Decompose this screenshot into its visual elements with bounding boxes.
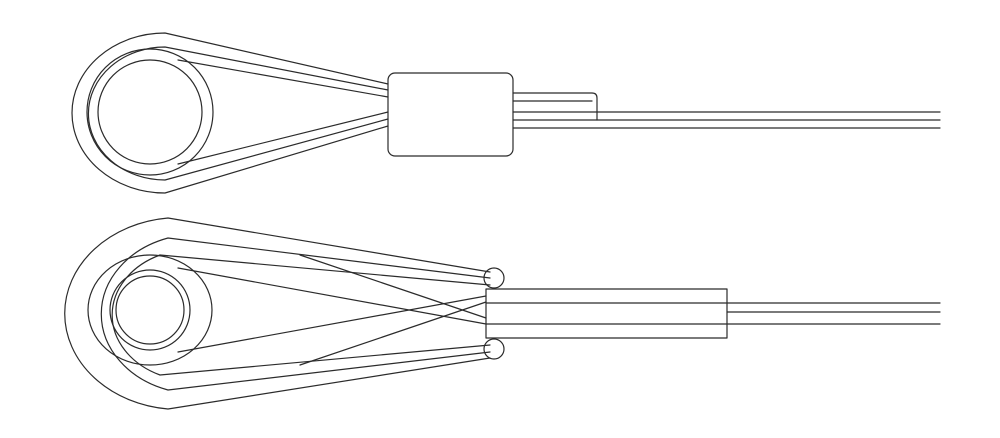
bottom-cross-strand-d	[299, 301, 487, 366]
bottom-cross-strand-a	[177, 267, 487, 325]
top-strand-upper	[177, 59, 389, 98]
bottom-standing-rope	[726, 302, 941, 325]
top-outer-rope-loop	[71, 32, 389, 194]
top-standing-rope	[512, 111, 941, 129]
top-rope-stub	[512, 92, 598, 121]
top-thimble-outer	[86, 48, 214, 176]
bottom-rope-end-cap-top	[483, 267, 505, 289]
top-strand-lower	[177, 111, 389, 165]
bottom-inner-rope-loop	[111, 254, 491, 376]
bottom-eye-assembly	[64, 217, 941, 410]
top-inner-rope-loop	[87, 46, 389, 181]
bottom-thimble-ring	[87, 254, 213, 366]
bottom-outer-rope-loop	[64, 217, 491, 410]
bottom-sleeve-lines	[485, 302, 728, 325]
top-eye-assembly	[71, 32, 941, 194]
bottom-cross-strand-b	[177, 295, 487, 353]
bottom-cross-strand-c	[299, 254, 487, 319]
top-ferrule-sleeve	[387, 72, 514, 157]
bottom-thimble-inner-bore	[115, 275, 185, 345]
top-thimble-inner	[97, 59, 203, 165]
bottom-middle-rope-loop	[100, 237, 491, 391]
bottom-thimble-inner-outer	[109, 269, 191, 351]
bottom-rope-end-cap-bottom	[483, 338, 505, 360]
bottom-sleeve-block	[485, 288, 728, 339]
